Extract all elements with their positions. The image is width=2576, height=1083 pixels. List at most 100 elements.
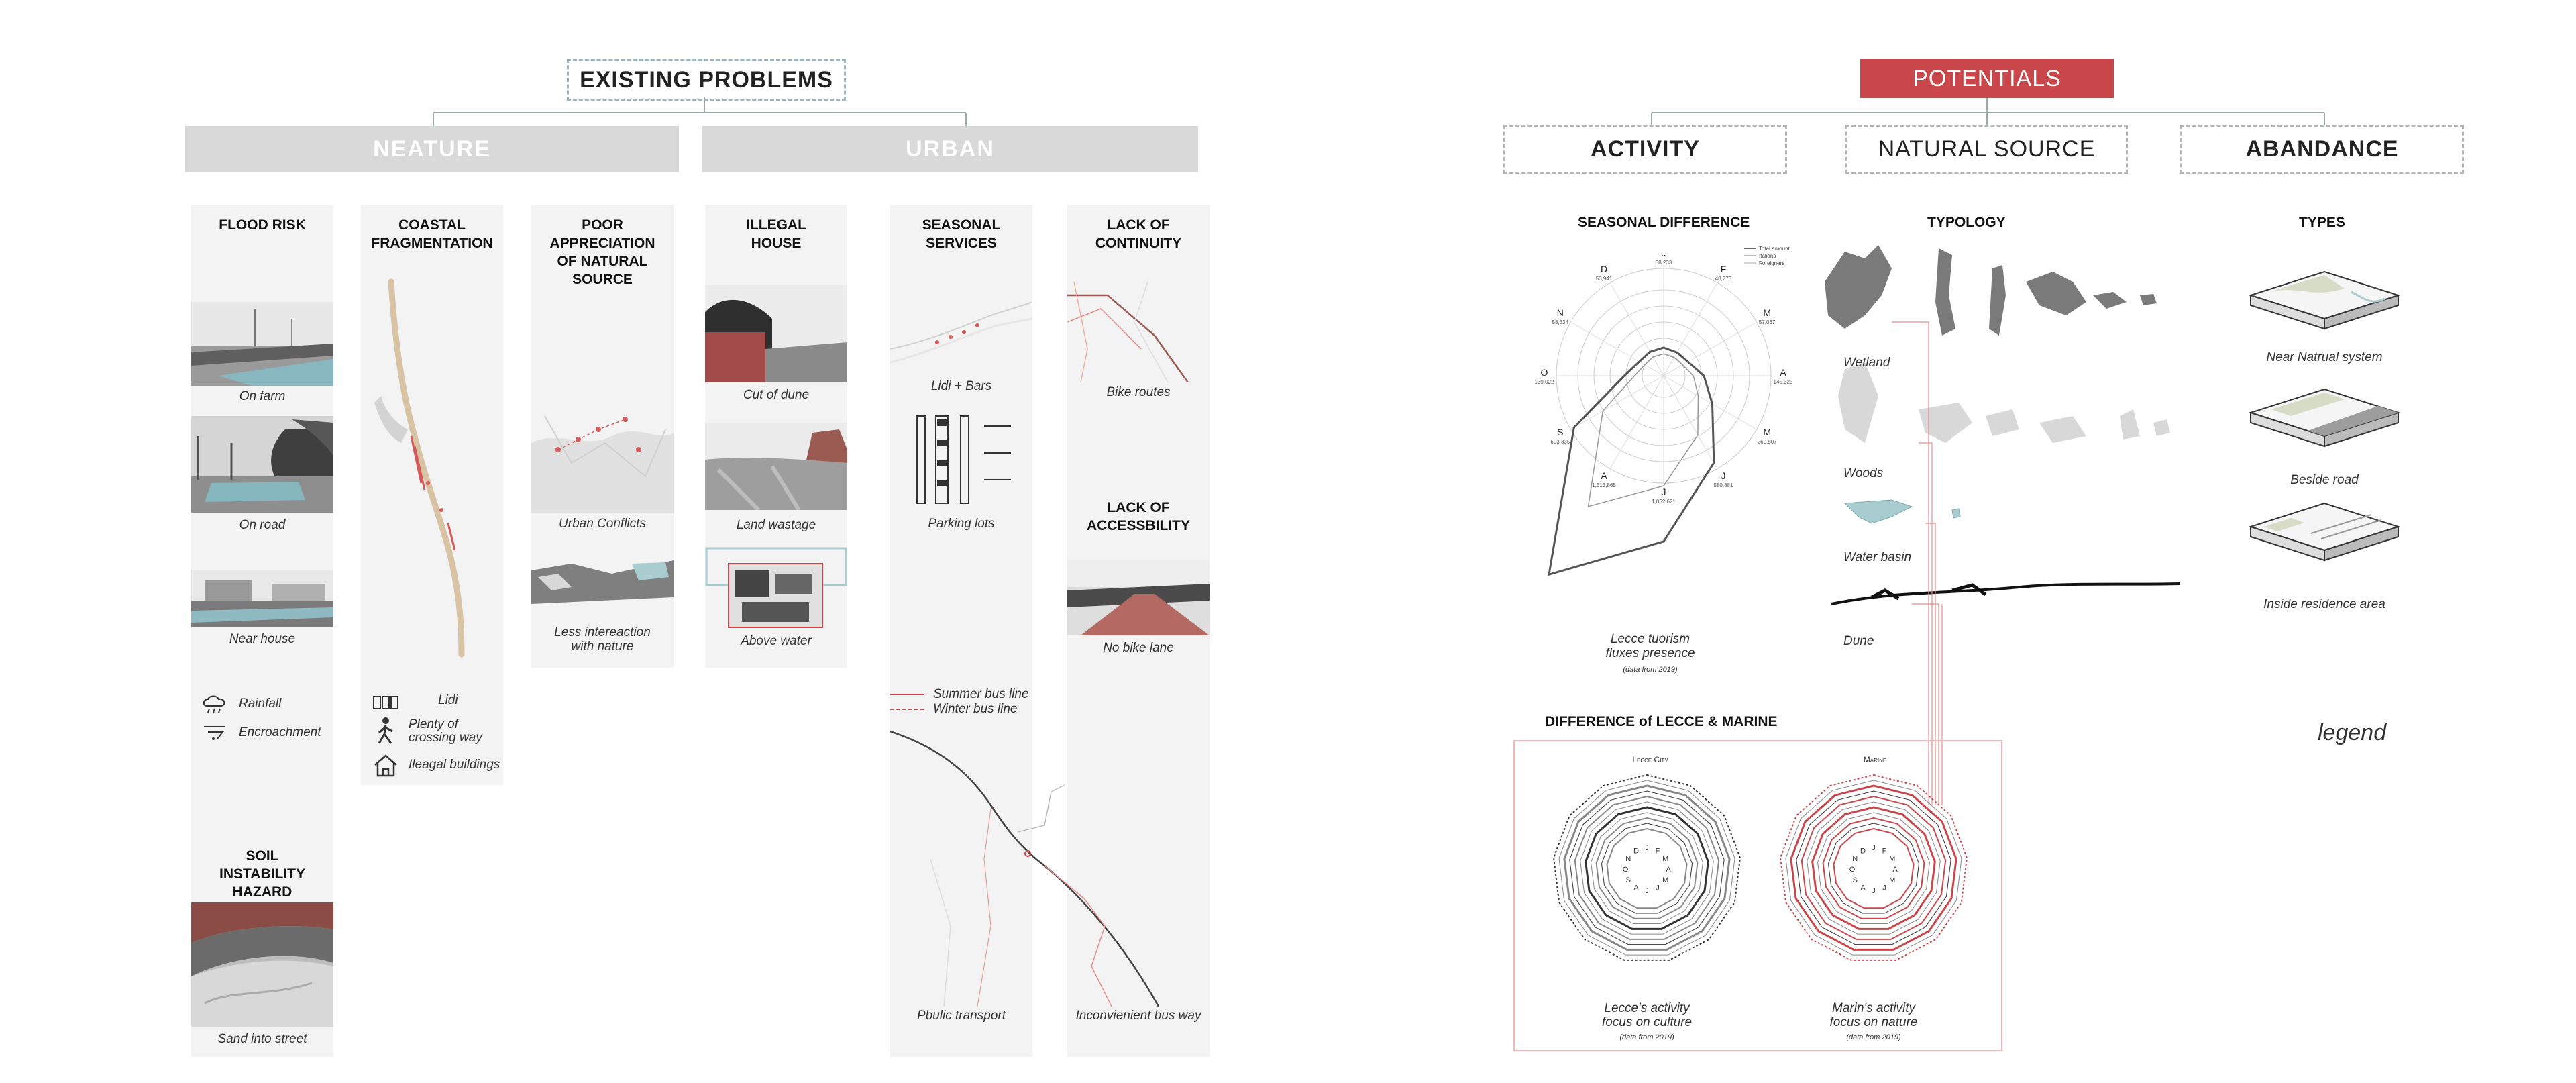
radial-month-label: A bbox=[1860, 884, 1866, 892]
radial-ring bbox=[1779, 774, 1968, 961]
caption-urban-conflicts: Urban Conflicts bbox=[559, 517, 646, 531]
radial-month-label: N bbox=[1625, 855, 1631, 863]
radial-month-label: N bbox=[1852, 855, 1858, 863]
existing-problems-title: EXISTING PROBLEMS bbox=[567, 59, 846, 101]
summer-bus-line-icon bbox=[890, 694, 924, 695]
legend-encroachment: Encroachment bbox=[201, 723, 321, 743]
radial-month-label: J bbox=[1656, 884, 1660, 892]
photo-land-wastage bbox=[705, 423, 847, 510]
potentials-title: POTENTIALS bbox=[1860, 59, 2114, 98]
caption-land-wastage: Land wastage bbox=[736, 518, 816, 532]
type-near-natural-label: Near Natrual system bbox=[2266, 350, 2383, 364]
radar-spoke bbox=[1663, 375, 1718, 469]
radial-month-label: O bbox=[1623, 866, 1629, 874]
abandance-group-box: ABANDANCE bbox=[2180, 125, 2464, 174]
radial-ring bbox=[1807, 801, 1941, 935]
radar-month-label: N bbox=[1557, 307, 1564, 318]
radial-month-label: F bbox=[1656, 847, 1660, 855]
radar-month-label: J bbox=[1662, 255, 1666, 258]
photo-on-road bbox=[191, 416, 333, 513]
natural-source-group-box: NATURAL SOURCE bbox=[1845, 125, 2128, 174]
lack-continuity-title: LACK OF CONTINUITY bbox=[1095, 217, 1182, 251]
radar-spoke bbox=[1609, 282, 1664, 376]
photo-sand-into-street bbox=[191, 902, 333, 1027]
type-inside-residence-block bbox=[2248, 502, 2401, 562]
photo-on-farm bbox=[191, 302, 333, 386]
seasonal-services-column bbox=[890, 205, 1032, 1057]
type-beside-road-label: Beside road bbox=[2290, 473, 2359, 487]
legend-summer-bus-label: Summer bus line bbox=[933, 687, 1029, 701]
caption-cut-of-dune: Cut of dune bbox=[743, 388, 810, 402]
radial-month-label: J bbox=[1882, 884, 1886, 892]
radial-ring bbox=[1811, 806, 1936, 930]
type-beside-road-block bbox=[2248, 388, 2401, 448]
caption-on-road: On road bbox=[239, 518, 286, 532]
radial-month-label: A bbox=[1892, 866, 1898, 874]
radar-value-label: 58,233 bbox=[1656, 260, 1672, 266]
radar-value-label: 603,335 bbox=[1550, 439, 1570, 445]
public-transport-map bbox=[890, 730, 1160, 1007]
radar-month-label: M bbox=[1763, 307, 1771, 318]
photo-no-bike-lane bbox=[1067, 560, 1210, 635]
radar-value-label: 48,778 bbox=[1715, 276, 1732, 282]
radial-month-label: O bbox=[1849, 866, 1856, 874]
legend-rainfall-label: Rainfall bbox=[239, 697, 282, 711]
radar-value-label: 139,022 bbox=[1535, 379, 1554, 385]
radar-spoke bbox=[1609, 375, 1664, 469]
types-title: TYPES bbox=[2299, 215, 2345, 230]
legend-total: Total amount bbox=[1759, 246, 1790, 252]
radar-month-label: M bbox=[1763, 427, 1771, 437]
radar-spoke bbox=[1663, 375, 1757, 430]
radar-value-label: 580,881 bbox=[1714, 482, 1733, 488]
radial-month-label: J bbox=[1872, 887, 1876, 895]
radar-series-total bbox=[1548, 346, 1715, 576]
lidi-icon bbox=[373, 696, 398, 709]
radial-month-label: D bbox=[1633, 847, 1639, 855]
radar-value-label: 57,067 bbox=[1759, 319, 1776, 325]
winter-bus-line-icon bbox=[890, 709, 924, 710]
radar-value-label: 58,334 bbox=[1552, 319, 1569, 325]
typology-connection-lines bbox=[1892, 321, 1943, 805]
caption-sand-into-street: Sand into street bbox=[217, 1032, 307, 1046]
radar-series-italians bbox=[1587, 353, 1699, 507]
radial-ring bbox=[1574, 795, 1720, 940]
radial-month-label: M bbox=[1889, 855, 1895, 863]
walking-person-icon bbox=[378, 717, 393, 744]
nature-group-band: NEATURE bbox=[185, 126, 679, 172]
caption-less-interaction: Less intereaction with nature bbox=[554, 625, 651, 654]
radial-ring bbox=[1796, 790, 1951, 945]
radar-spoke bbox=[1570, 375, 1664, 430]
typology-woods-label: Woods bbox=[1843, 466, 1884, 480]
seasonal-source: (data from 2019) bbox=[1623, 666, 1678, 674]
radial-month-label: J bbox=[1645, 887, 1649, 895]
legend-crossing-way: Plenty of crossing way bbox=[372, 717, 482, 746]
radial-ring bbox=[1606, 827, 1688, 909]
lack-accessibility-title: LACK OF ACCESSBILITY bbox=[1086, 500, 1190, 533]
radial-ring bbox=[1785, 780, 1962, 956]
radar-month-label: F bbox=[1721, 264, 1727, 274]
seasonal-difference-title: SEASONAL DIFFERENCE bbox=[1578, 215, 1750, 230]
caption-on-farm: On farm bbox=[239, 389, 286, 403]
photo-cut-of-dune bbox=[705, 285, 847, 382]
type-inside-residence-label: Inside residence area bbox=[2263, 597, 2385, 611]
legend-winter-bus-label: Winter bus line bbox=[933, 702, 1018, 716]
less-interaction-map bbox=[531, 550, 674, 617]
radial-ring bbox=[1585, 806, 1709, 930]
legend-word: legend bbox=[2318, 720, 2387, 745]
radar-month-label: A bbox=[1780, 367, 1786, 378]
bike-routes-map bbox=[1067, 282, 1189, 382]
radar-month-label: D bbox=[1601, 264, 1607, 274]
radial-ring bbox=[1601, 823, 1693, 914]
radar-spoke bbox=[1663, 321, 1757, 376]
lecce-source: (data from 2019) bbox=[1619, 1033, 1674, 1041]
photo-above-water bbox=[705, 547, 847, 631]
radial-month-label: M bbox=[1662, 876, 1668, 884]
radial-ring bbox=[1558, 780, 1735, 956]
activity-group-box: ACTIVITY bbox=[1503, 125, 1787, 174]
radial-ring bbox=[1790, 784, 1957, 951]
type-near-natural-block bbox=[2248, 270, 2401, 330]
marine-label: Marine bbox=[1863, 755, 1887, 764]
radial-month-label: M bbox=[1662, 855, 1668, 863]
legend-ileagal-buildings-label: Ileagal buildings bbox=[409, 758, 500, 772]
legend-italians: Italians bbox=[1759, 253, 1776, 259]
